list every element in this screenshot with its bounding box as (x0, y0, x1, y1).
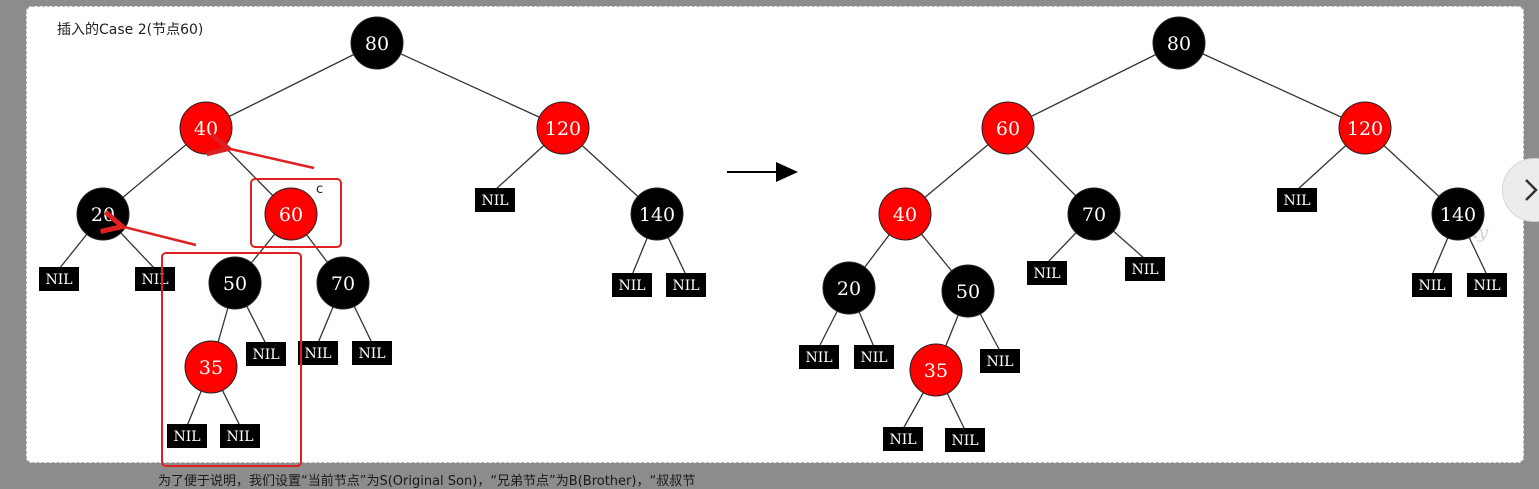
tree-node-a50: 50 (941, 264, 995, 318)
tree-node-b70: 70 (316, 256, 370, 310)
chevron-right-icon (1525, 179, 1538, 201)
svg-text:NIL: NIL (860, 350, 887, 366)
nil-leaf: NIL (352, 341, 392, 365)
svg-text:NIL: NIL (1418, 278, 1445, 294)
tree-node-b40: 40 (179, 101, 233, 155)
node-label: 40 (893, 204, 917, 226)
nil-leaf: NIL (1125, 257, 1165, 281)
svg-text:NIL: NIL (805, 350, 832, 366)
node-label: 70 (1082, 204, 1106, 226)
node-label: 60 (996, 118, 1020, 140)
nil-leaf: NIL (799, 345, 839, 369)
nil-leaf: NIL (475, 188, 515, 212)
svg-text:NIL: NIL (173, 429, 200, 445)
nil-leaf: NIL (246, 342, 286, 366)
svg-text:NIL: NIL (1131, 262, 1158, 278)
tree-node-b35: 35 (184, 340, 238, 394)
nil-leaf: NIL (220, 424, 260, 448)
nil-leaf: NIL (39, 267, 79, 291)
node-label: 70 (331, 273, 355, 295)
svg-text:NIL: NIL (45, 272, 72, 288)
svg-text:NIL: NIL (618, 278, 645, 294)
nil-leaf: NIL (980, 349, 1020, 373)
tree-node-b140: 140 (630, 187, 684, 241)
tree-node-a140: 140 (1431, 187, 1485, 241)
tree-node-b120: 120 (536, 101, 590, 155)
node-label: 50 (956, 281, 980, 303)
tree-node-a20: 20 (822, 261, 876, 315)
svg-text:NIL: NIL (889, 432, 916, 448)
nil-leaf: NIL (612, 273, 652, 297)
svg-text:NIL: NIL (1033, 266, 1060, 282)
svg-text:NIL: NIL (226, 429, 253, 445)
node-label: 80 (365, 33, 389, 55)
svg-text:NIL: NIL (141, 272, 168, 288)
nil-leaf: NIL (1277, 188, 1317, 212)
node-label: 60 (279, 204, 303, 226)
tree-node-b80: 80 (350, 16, 404, 70)
node-label: 35 (199, 357, 223, 379)
node-label: 140 (639, 204, 675, 226)
nil-leaf: NIL (135, 267, 175, 291)
nil-leaf: NIL (1412, 273, 1452, 297)
nil-leaf: NIL (167, 424, 207, 448)
red-arrow-to-20 (120, 226, 197, 247)
svg-text:NIL: NIL (304, 346, 331, 362)
node-label: 120 (1347, 118, 1383, 140)
node-label: 50 (223, 273, 247, 295)
nil-leaf: NIL (298, 341, 338, 365)
nil-leaf: NIL (945, 428, 985, 452)
tree-node-b20: 20 (76, 187, 130, 241)
nil-leaf: NIL (666, 273, 706, 297)
svg-text:NIL: NIL (252, 347, 279, 363)
svg-text:NIL: NIL (358, 346, 385, 362)
svg-text:NIL: NIL (1283, 193, 1310, 209)
red-arrow-to-40 (226, 148, 315, 170)
node-label: 20 (837, 278, 861, 300)
tree-node-a40: 40 (878, 187, 932, 241)
svg-text:NIL: NIL (672, 278, 699, 294)
tree-node-b50: 50 (208, 256, 262, 310)
svg-text:NIL: NIL (986, 354, 1013, 370)
highlight-box-node60 (250, 178, 342, 248)
nil-leaf: NIL (1027, 261, 1067, 285)
node-c-label: c (316, 182, 323, 197)
node-label: 35 (924, 360, 948, 382)
node-label: 80 (1167, 33, 1191, 55)
footer-text: 为了便于说明，我们设置“当前节点”为S(Original Son)，“兄弟节点”… (158, 474, 696, 489)
svg-text:NIL: NIL (481, 193, 508, 209)
diagram-caption: 插入的Case 2(节点60) (57, 22, 204, 38)
nil-leaf: NIL (1467, 273, 1507, 297)
tree-node-a70: 70 (1067, 187, 1121, 241)
tree-node-a60: 60 (981, 101, 1035, 155)
tree-node-a120: 120 (1338, 101, 1392, 155)
node-label: 40 (194, 118, 218, 140)
tree-node-a80: 80 (1152, 16, 1206, 70)
node-label: 120 (545, 118, 581, 140)
node-label: 140 (1440, 204, 1476, 226)
nil-leaf: NIL (883, 427, 923, 451)
node-label: 20 (91, 204, 115, 226)
svg-text:NIL: NIL (951, 433, 978, 449)
highlight-box-subtree50 (161, 252, 302, 467)
tree-node-a35: 35 (909, 343, 963, 397)
svg-text:NIL: NIL (1473, 278, 1500, 294)
nil-leaf: NIL (854, 345, 894, 369)
tree-node-b60: 60 (264, 187, 318, 241)
